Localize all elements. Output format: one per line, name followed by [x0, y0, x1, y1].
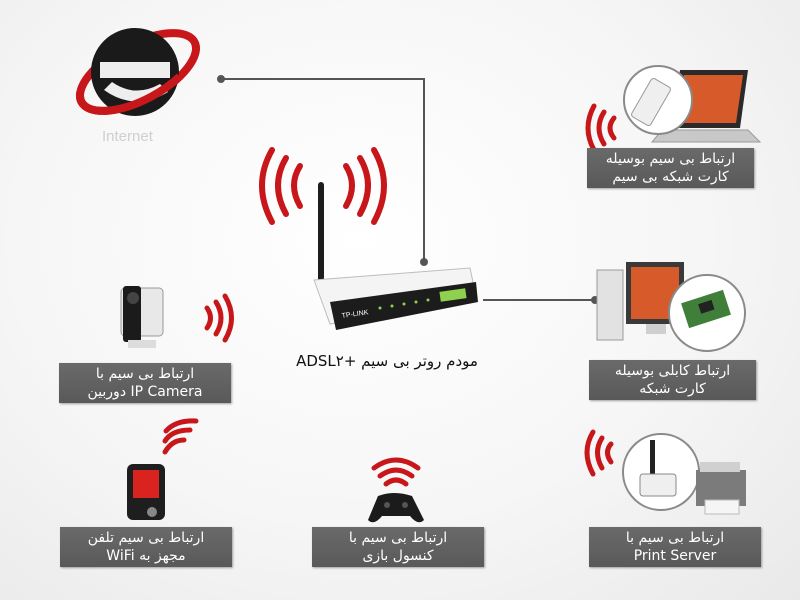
router-wifi-waves-icon — [259, 147, 387, 225]
console-caption-line2: کنسول بازی — [362, 548, 434, 564]
connection-lines — [217, 75, 599, 304]
phone-caption: ارتباط بی سیم تلفن مجهز به WiFi — [60, 527, 232, 567]
router-caption: مودم روتر بی سیم +ADSL۲ — [296, 352, 478, 370]
laptop-wifi-icon — [585, 103, 617, 153]
internet-explorer-icon — [75, 28, 201, 116]
camera-wifi-icon — [204, 293, 234, 343]
printer-caption-line2: Print Server — [633, 548, 717, 564]
pc-caption: ارتباط کابلی بوسیله کارت شبکه — [589, 360, 756, 400]
phone-caption-line2: مجهز به WiFi — [106, 548, 186, 564]
phone-wifi-icon — [162, 418, 199, 455]
adsl-router-icon: TP-LINK — [313, 182, 478, 330]
ip-camera-icon — [120, 286, 164, 348]
camera-caption: ارتباط بی سیم با IP Camera دوربین — [59, 363, 231, 403]
laptop-caption-line2: کارت شبکه بی سیم — [612, 169, 729, 185]
printer-caption: ارتباط بی سیم با Print Server — [589, 527, 761, 567]
wifi-phone-icon — [127, 464, 165, 520]
phone-caption-line1: ارتباط بی سیم تلفن — [87, 530, 205, 546]
print-server-icon — [622, 433, 746, 515]
laptop-caption: ارتباط بی سیم بوسیله کارت شبکه بی سیم — [587, 148, 754, 188]
console-caption: ارتباط بی سیم با کنسول بازی — [312, 527, 484, 567]
laptop-icon — [623, 65, 762, 143]
camera-caption-line2: IP Camera دوربین — [87, 384, 203, 400]
pc-caption-line1: ارتباط کابلی بوسیله — [614, 363, 731, 379]
internet-link — [221, 78, 425, 262]
console-wifi-icon — [371, 457, 421, 487]
router-brand-logo: TP-LINK — [341, 309, 369, 320]
game-controller-icon — [368, 493, 424, 523]
camera-caption-line1: ارتباط بی سیم با — [95, 366, 195, 382]
internet-label: Internet — [102, 128, 153, 145]
desktop-pc-icon — [596, 262, 746, 352]
laptop-caption-line1: ارتباط بی سیم بوسیله — [605, 151, 736, 167]
printer-caption-line1: ارتباط بی سیم با — [625, 530, 725, 546]
printer-wifi-icon — [584, 429, 614, 477]
pc-caption-line2: کارت شبکه — [639, 381, 706, 397]
console-caption-line1: ارتباط بی سیم با — [348, 530, 448, 546]
